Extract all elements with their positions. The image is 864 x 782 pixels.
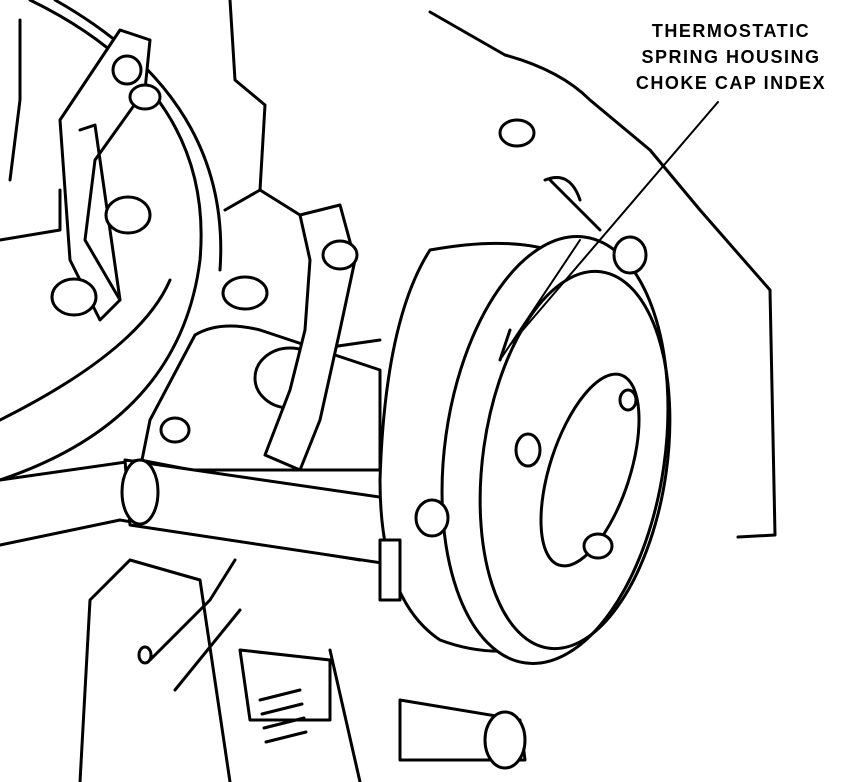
housing-hole [498, 118, 536, 148]
housing-screw-bottom [414, 498, 450, 538]
thermostatic-spring-housing [378, 176, 672, 665]
callout-line-3: CHOKE CAP INDEX [635, 73, 827, 93]
callout-line-1: THERMOSTATIC [651, 21, 811, 41]
housing-screw-top [612, 235, 648, 275]
callout-line-2: SPRING HOUSING [641, 47, 821, 67]
choke-cap-index-slot [539, 372, 641, 568]
idle-adjust-screw [78, 538, 527, 782]
engine-housing-outline [428, 10, 777, 539]
fast-idle-lever [159, 203, 359, 472]
callout-label: THERMOSTATIC SPRING HOUSING CHOKE CAP IN… [606, 18, 856, 96]
choke-shaft-body [0, 324, 402, 567]
callout-leader-line [509, 101, 719, 346]
choke-linkage-arm [50, 28, 269, 322]
